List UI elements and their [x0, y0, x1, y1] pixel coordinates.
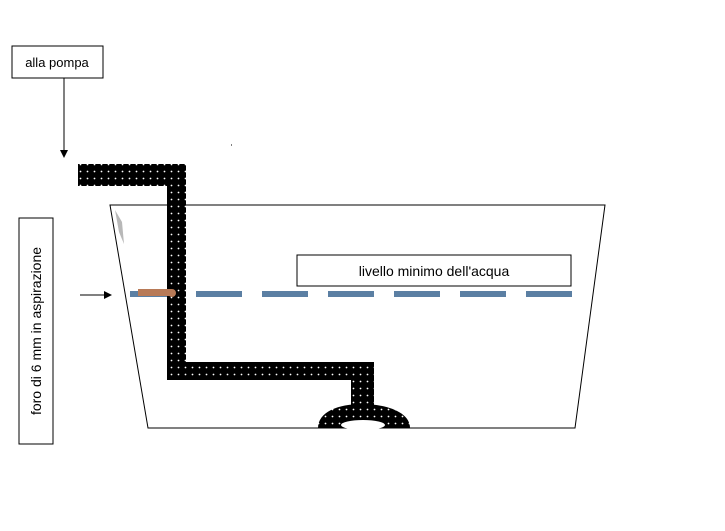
tank-corner-detail: [115, 210, 124, 244]
min-water-level-box: [296, 254, 572, 287]
suction-hole-box: [18, 217, 54, 445]
suction-hole-tube: [138, 289, 172, 296]
min-water-level-label: livello minimo dell'acqua: [296, 254, 572, 287]
suction-hole-label: foro di 6 mm in aspirazione: [18, 217, 54, 445]
suction-hole-end: [168, 289, 176, 297]
pipe-top-horizontal: [78, 164, 186, 186]
pipe-final-descent: [351, 362, 374, 412]
pipe-bell-opening: [341, 420, 385, 430]
suction-hole-text: foro di 6 mm in aspirazione: [28, 247, 44, 415]
suction-hole: [138, 289, 176, 297]
pump-label-box: [11, 45, 104, 79]
siphon-pipe: [78, 164, 410, 430]
pump-label: alla pompa: [11, 45, 104, 79]
min-water-level-text: livello minimo dell'acqua: [359, 263, 510, 279]
pipe-bell-foot: [318, 404, 410, 428]
pipe-vertical-descent: [167, 164, 186, 364]
pipe-lower-horizontal: [167, 362, 374, 380]
pump-label-text: alla pompa: [25, 55, 89, 70]
